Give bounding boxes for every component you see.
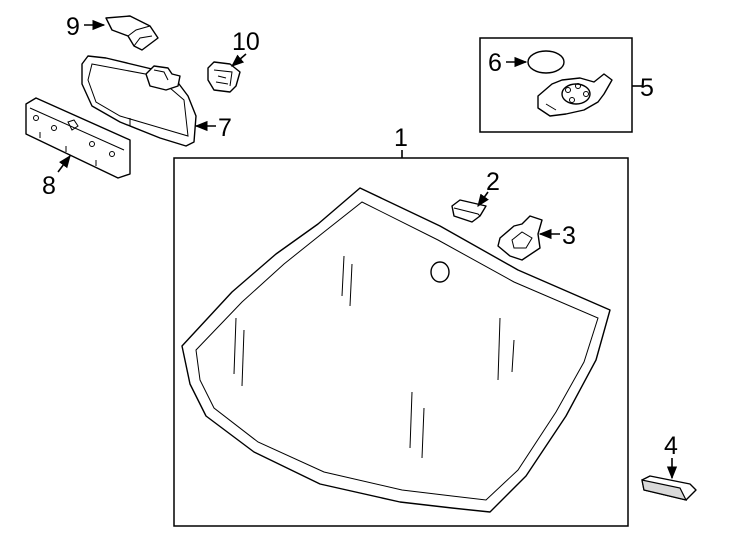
spacer-block-part xyxy=(641,475,697,501)
sensor-cover-part xyxy=(207,61,241,93)
callout-7: 7 xyxy=(218,114,232,142)
rearview-mirror-part xyxy=(81,55,197,147)
rain-sensor-part xyxy=(537,73,613,117)
gel-pad-part xyxy=(527,50,565,74)
callout-1: 1 xyxy=(394,124,408,152)
callout-6: 6 xyxy=(488,49,502,77)
callout-5: 5 xyxy=(640,74,654,102)
callout-8-leader xyxy=(57,154,71,173)
windshield-glass-part xyxy=(181,187,611,513)
callout-2-leader xyxy=(477,191,489,208)
callout-2: 2 xyxy=(486,168,500,196)
callout-10: 10 xyxy=(232,28,260,56)
callout-10-leader xyxy=(231,53,247,67)
rain-sensor-box xyxy=(479,37,633,133)
sensor-bracket-part xyxy=(497,215,543,261)
windshield-box xyxy=(173,157,629,527)
callout-3: 3 xyxy=(562,222,576,250)
callout-4: 4 xyxy=(664,432,678,460)
callout-9: 9 xyxy=(66,13,80,41)
trim-panel-part xyxy=(25,97,131,179)
mirror-cover-part xyxy=(105,15,159,51)
callout-8: 8 xyxy=(42,172,56,200)
